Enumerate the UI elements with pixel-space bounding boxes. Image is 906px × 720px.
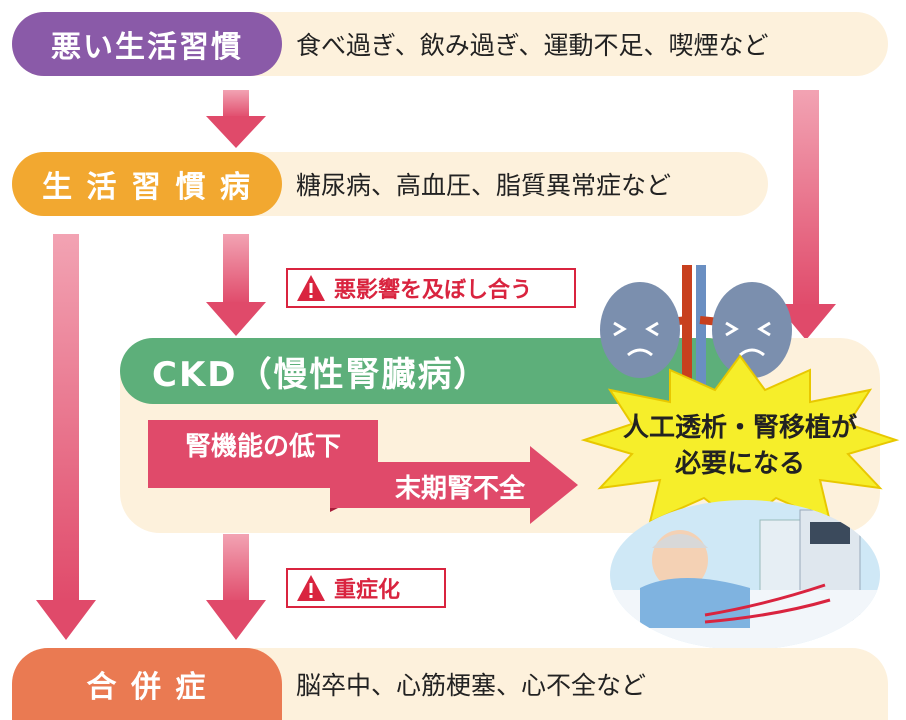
severe-warning-text: 重症化	[334, 578, 401, 603]
stage2-shape	[330, 446, 578, 524]
arrow-habits-to-disease	[206, 90, 266, 148]
burst-line2: 必要になる	[674, 449, 805, 479]
arrow-disease-to-complications	[36, 234, 96, 640]
arrow-disease-to-ckd	[206, 234, 266, 336]
bad-habits-desc: 食べ過ぎ、飲み過ぎ、運動不足、喫煙など	[296, 31, 769, 60]
burst-text: 人工透析・腎移植が 必要になる	[590, 410, 890, 482]
warning-icon	[297, 575, 325, 601]
arrow-habits-to-ckd	[776, 90, 836, 340]
severe-warning: 重症化	[286, 568, 446, 608]
mutual-warning: 悪影響を及ぼし合う	[286, 268, 576, 308]
stage2-label: 末期腎不全	[394, 473, 525, 504]
stage1-shape	[148, 420, 378, 488]
lifestyle-disease-desc: 糖尿病、高血圧、脂質異常症など	[296, 171, 672, 200]
stage1-label: 腎機能の低下	[184, 431, 341, 462]
warning-icon	[297, 275, 325, 301]
arrow-ckd-to-complications	[206, 534, 266, 640]
lifestyle-disease-label: 生 活 習 慣 病	[12, 152, 282, 216]
kidney-illustration	[600, 265, 792, 400]
mutual-warning-text: 悪影響を及ぼし合う	[334, 278, 533, 303]
burst-line1: 人工透析・腎移植が	[622, 413, 857, 443]
bad-habits-label: 悪い生活習慣	[12, 12, 282, 76]
complications-label: 合 併 症	[12, 648, 282, 720]
patient-dialysis-illustration	[610, 500, 880, 650]
complications-desc: 脳卒中、心筋梗塞、心不全など	[296, 671, 647, 700]
